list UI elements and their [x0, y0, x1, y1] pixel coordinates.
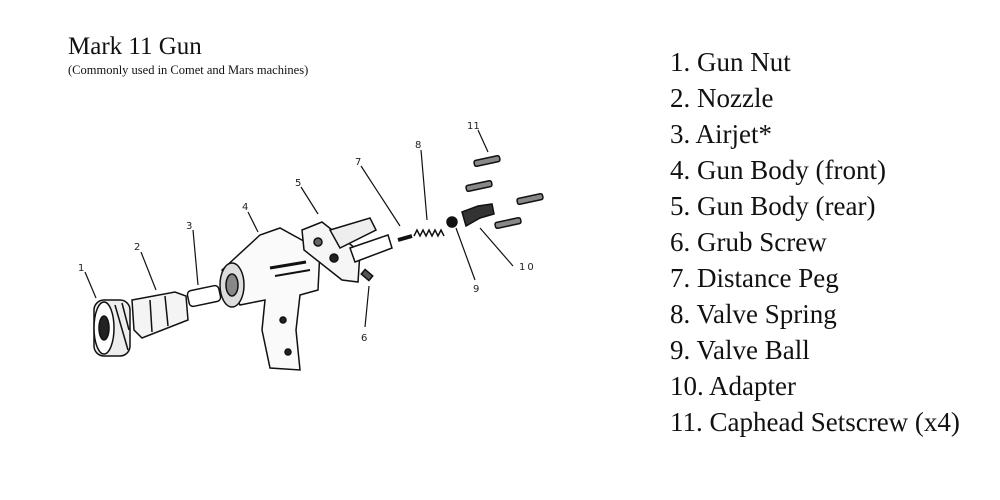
callout-3: 3	[186, 221, 192, 232]
callout-1: 1	[78, 263, 84, 274]
nozzle-drawing	[131, 291, 189, 339]
gun-body-front-drawing	[219, 227, 321, 371]
callout-8: 8	[415, 140, 421, 151]
valve-spring-drawing	[413, 228, 445, 238]
grub-screw-drawing	[360, 268, 374, 282]
parts-list-item: 2. Nozzle	[670, 83, 774, 113]
parts-list-item: 9. Valve Ball	[670, 335, 810, 365]
callout-4: 4	[242, 202, 248, 213]
callout-7: 7	[355, 157, 361, 168]
parts-list-item: 5. Gun Body (rear)	[670, 191, 876, 221]
parts-list-item: 3. Airjet*	[670, 119, 772, 149]
parts-list-item: 10. Adapter	[670, 371, 796, 401]
parts-list: 1. Gun Nut 2. Nozzle 3. Airjet* 4. Gun B…	[670, 44, 960, 440]
callout-10: 10	[519, 262, 536, 273]
callout-2: 2	[134, 242, 140, 253]
parts-list-item: 4. Gun Body (front)	[670, 155, 886, 185]
callout-5: 5	[295, 178, 301, 189]
gun-nut-drawing	[93, 299, 131, 357]
leader-lines	[84, 129, 514, 328]
diagram-subtitle: (Commonly used in Comet and Mars machine…	[68, 63, 309, 77]
callout-numbers: 1 2 3 4 5 6 7 8 9 10 11	[78, 121, 536, 344]
parts-list-item: 7. Distance Peg	[670, 263, 839, 293]
caphead-setscrews-drawing	[465, 154, 544, 230]
callout-11: 11	[467, 121, 480, 132]
parts-list-item: 8. Valve Spring	[670, 299, 837, 329]
callout-9: 9	[473, 284, 479, 295]
adapter-drawing	[461, 203, 495, 228]
valve-ball-drawing	[446, 216, 458, 228]
distance-peg-drawing	[397, 234, 413, 242]
diagram-title: Mark 11 Gun	[68, 33, 202, 60]
callout-6: 6	[361, 333, 367, 344]
parts-list-item: 11. Caphead Setscrew (x4)	[670, 407, 960, 437]
parts-list-item: 6. Grub Screw	[670, 227, 827, 257]
airjet-drawing	[186, 284, 222, 308]
parts-list-item: 1. Gun Nut	[670, 47, 791, 77]
gun-body-rear-drawing	[301, 217, 393, 283]
